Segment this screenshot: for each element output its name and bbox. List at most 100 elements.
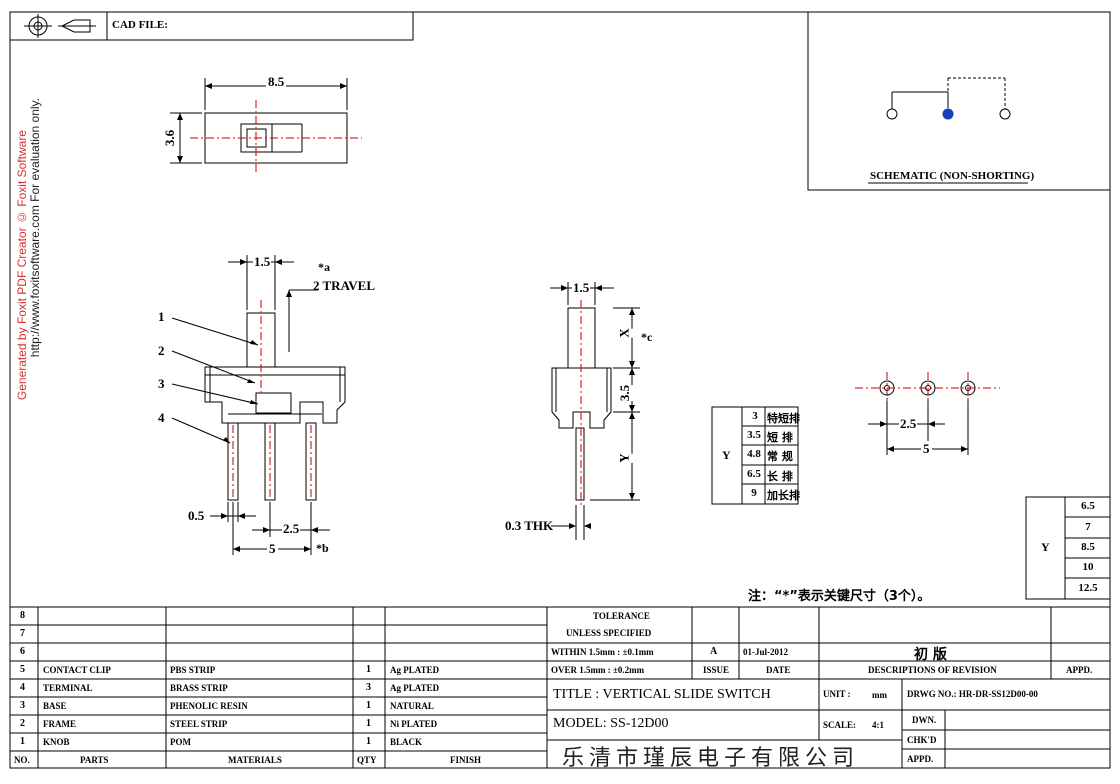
bom-no: 1 — [20, 736, 25, 747]
y-val-5: 9 — [751, 487, 757, 499]
header-box — [9, 11, 414, 41]
callout-2: 2 — [158, 343, 165, 358]
y-desc-3: 常 规 — [767, 450, 793, 463]
dim-pcb-pitch: 2.5 — [899, 416, 918, 432]
chkd-label: CHK'D — [907, 735, 937, 745]
tolerance-over: OVER 1.5mm : ±0.2mm — [551, 665, 645, 675]
front-view-centerlines — [232, 300, 312, 500]
dim-knob-width: 1.5 — [253, 254, 272, 270]
dwn-label: DWN. — [912, 715, 937, 725]
bom-part: BASE — [43, 701, 67, 711]
bom-part: FRAME — [43, 719, 76, 729]
bom-qty: 1 — [366, 700, 371, 711]
dim-body-height: 3.5 — [617, 384, 634, 402]
dim-x-label: X — [616, 328, 633, 338]
bom-part: CONTACT CLIP — [43, 665, 111, 675]
callout-4: 4 — [158, 410, 165, 425]
bom-row-8-no: 8 — [20, 610, 25, 621]
bom-qty: 1 — [366, 718, 371, 729]
bom-qty: 1 — [366, 736, 371, 747]
unit-value: mm — [872, 690, 887, 700]
travel-label: 2 TRAVEL — [313, 278, 376, 293]
y-desc-2: 短 排 — [767, 431, 793, 444]
bom-part: KNOB — [43, 737, 70, 747]
y-right-val-2: 7 — [1085, 521, 1091, 533]
callout-1: 1 — [158, 309, 165, 324]
bom-material: POM — [170, 737, 191, 747]
y-val-4: 6.5 — [747, 468, 761, 480]
bom-finish: Ag PLATED — [390, 683, 440, 693]
y-right-val-5: 12.5 — [1078, 582, 1098, 594]
revision-header-desc: DESCRIPTIONS OF REVISION — [868, 665, 997, 675]
top-view — [170, 78, 348, 164]
revision-description: 初 版 — [914, 647, 947, 663]
y-table-right — [1025, 496, 1111, 600]
tolerance-unless: UNLESS SPECIFIED — [566, 628, 652, 638]
bom-row-7-no: 7 — [20, 628, 25, 639]
bom-part: TERMINAL — [43, 683, 93, 693]
scale-value: 4:1 — [872, 720, 884, 730]
unit-label: UNIT : — [823, 689, 851, 699]
y-val-2: 3.5 — [747, 429, 761, 441]
bom-header-parts: PARTS — [80, 755, 109, 765]
revision-header-issue: ISSUE — [703, 665, 730, 675]
drawing-title: TITLE : VERTICAL SLIDE SWITCH — [553, 687, 771, 702]
dim-top-height: 3.6 — [162, 129, 179, 147]
revision-header-date: DATE — [766, 665, 791, 675]
bom-header-materials: MATERIALS — [228, 755, 282, 765]
revision-issue: A — [710, 646, 718, 657]
bom-finish: Ag PLATED — [390, 665, 440, 675]
travel-mark: *a — [318, 260, 330, 274]
schematic-caption: SCHEMATIC (NON-SHORTING) — [870, 170, 1035, 182]
bom-no: 2 — [20, 718, 25, 729]
bom-qty: 3 — [366, 682, 371, 693]
bom-finish: NATURAL — [390, 701, 434, 711]
y-right-val-1: 6.5 — [1081, 500, 1095, 512]
watermark-line-1: Generated by Foxit PDF Creator © Foxit S… — [15, 130, 29, 401]
bom-qty: 1 — [366, 664, 371, 675]
dim-pin-width: 0.5 — [188, 508, 205, 523]
bom-table-grid — [10, 606, 1110, 768]
bom-material: STEEL STRIP — [170, 719, 228, 729]
revision-date: 01-Jul-2012 — [743, 647, 788, 657]
bom-material: PHENOLIC RESIN — [170, 701, 248, 711]
top-view-centerlines — [190, 100, 362, 172]
dim-y-label: Y — [616, 453, 633, 463]
bom-row-6-no: 6 — [20, 646, 25, 657]
scale-label: SCALE: — [823, 720, 857, 730]
key-dimension-note: 注：“*”表示关键尺寸（3个）。 — [748, 589, 931, 604]
revision-header-appd: APPD. — [1066, 665, 1093, 675]
common-terminal-dot — [942, 108, 954, 120]
bom-no: 5 — [20, 664, 25, 675]
x-mark: *c — [641, 330, 653, 344]
bom-no: 3 — [20, 700, 25, 711]
y-desc-4: 长 排 — [767, 470, 793, 483]
pcb-centerlines — [855, 372, 1000, 404]
tolerance-title: TOLERANCE — [593, 611, 650, 621]
y-val-3: 4.8 — [747, 448, 761, 460]
schematic-box — [807, 11, 1111, 191]
front-view — [171, 255, 346, 555]
y-val-1: 3 — [752, 410, 758, 422]
y-right-val-3: 8.5 — [1081, 541, 1095, 553]
bom-header-qty: QTY — [357, 755, 377, 765]
bom-header-no: NO. — [14, 755, 30, 765]
span-mark: *b — [316, 541, 329, 555]
tolerance-within: WITHIN 1.5mm : ±0.1mm — [551, 647, 654, 657]
bom-material: PBS STRIP — [170, 665, 216, 675]
drawing-number: DRWG NO.: HR-DR-SS12D00-00 — [907, 689, 1038, 699]
callout-3: 3 — [158, 376, 165, 391]
side-view — [550, 282, 640, 540]
y-table — [711, 406, 799, 505]
bom-finish: Ni PLATED — [390, 719, 438, 729]
dim-side-width: 1.5 — [572, 280, 591, 296]
cad-file-label: CAD FILE: — [112, 19, 168, 31]
y-desc-5: 加长排 — [767, 489, 800, 502]
y-right-label: Y — [1041, 540, 1050, 554]
bom-no: 4 — [20, 682, 25, 693]
dimension-arrows — [177, 83, 968, 552]
thk-label: 0.3 THK — [505, 518, 554, 533]
dim-pcb-span: 5 — [921, 441, 932, 457]
y-table-label: Y — [722, 448, 731, 462]
